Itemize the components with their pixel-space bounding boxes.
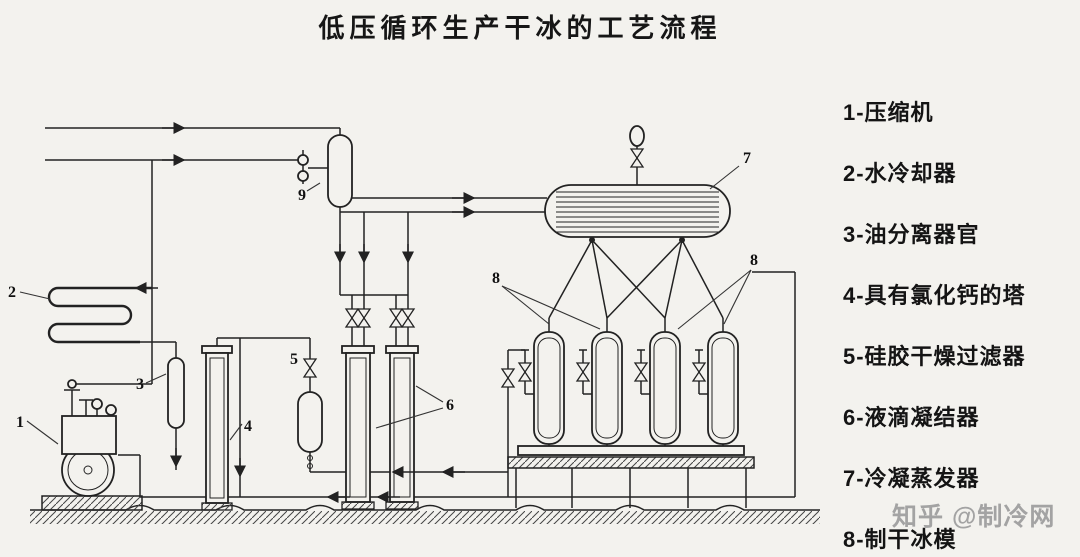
valve-icon	[357, 308, 371, 328]
return-pipes	[140, 271, 796, 498]
valve-icon	[576, 362, 590, 382]
diagram-callout-9: 9	[298, 187, 306, 204]
diagram-callout-1: 1	[16, 414, 24, 431]
flow-arrows	[134, 122, 476, 503]
diagram-callout-2: 2	[8, 284, 16, 301]
valve-icon	[303, 358, 317, 378]
valve-icon	[518, 362, 532, 382]
legend-item-7: 7-冷凝蒸发器	[843, 466, 980, 491]
condensing-evaporator	[544, 125, 731, 243]
valve-icon	[501, 368, 515, 388]
compressor-base	[41, 495, 143, 511]
valve-icon	[692, 362, 706, 382]
process-flow-diagram: 1 2 3 4 5 6 7 8 8 9	[8, 122, 820, 524]
diagram-callout-4: 4	[244, 418, 252, 435]
separator-outlet-pipes	[339, 197, 547, 346]
diagram-callout-8-right: 8	[750, 252, 758, 269]
legend-item-1: 1-压缩机	[843, 100, 934, 125]
tube-bundle	[556, 191, 719, 233]
gauge-icon	[91, 398, 103, 410]
diagram-callout-7: 7	[743, 150, 751, 167]
valve-icon	[634, 362, 648, 382]
valve-icon	[389, 308, 403, 328]
callouts: 1 2 3 4 5 6 7 8 8 9	[8, 150, 758, 435]
valve-icon	[630, 148, 644, 168]
valve-icon	[345, 308, 359, 328]
diagram-callout-8-left: 8	[492, 270, 500, 287]
diagram-callout-3: 3	[136, 376, 144, 393]
legend-item-3: 3-油分离器官	[843, 222, 980, 247]
legend-item-5: 5-硅胶干燥过滤器	[843, 344, 1026, 369]
page-title: 低压循环生产干冰的工艺流程	[318, 14, 722, 43]
callout-leader-lines	[19, 165, 752, 445]
legend-item-4: 4-具有氯化钙的塔	[843, 283, 1026, 308]
water-cooler	[47, 286, 152, 344]
valve-icon	[401, 308, 415, 328]
silica-gel-filter	[297, 391, 323, 453]
distribution-pipes	[548, 239, 724, 332]
legend-item-2: 2-水冷却器	[843, 161, 957, 186]
legend-item-6: 6-液滴凝结器	[843, 405, 980, 430]
platform	[507, 445, 755, 508]
riser-pipes	[76, 160, 153, 385]
watermark: 知乎 @制冷网	[892, 503, 1056, 531]
mid-pipes	[140, 337, 525, 497]
diagram-callout-5: 5	[290, 351, 298, 368]
oil-separator	[167, 342, 185, 470]
compressor	[41, 379, 143, 511]
vessel-9-group	[297, 134, 353, 208]
legend: 1-压缩机 2-水冷却器 3-油分离器官 4-具有氯化钙的塔 5-硅胶干燥过滤器…	[843, 100, 1026, 557]
ground	[30, 504, 820, 524]
legend-item-8: 8-制干冰模	[843, 527, 957, 552]
ground-hatch	[30, 511, 820, 524]
gauge-icon	[105, 404, 117, 416]
dry-ice-molds	[521, 331, 739, 446]
droplet-condensers	[341, 345, 419, 510]
top-pipes	[45, 127, 341, 161]
diagram-callout-6: 6	[446, 397, 454, 414]
cacl2-tower	[201, 338, 233, 511]
